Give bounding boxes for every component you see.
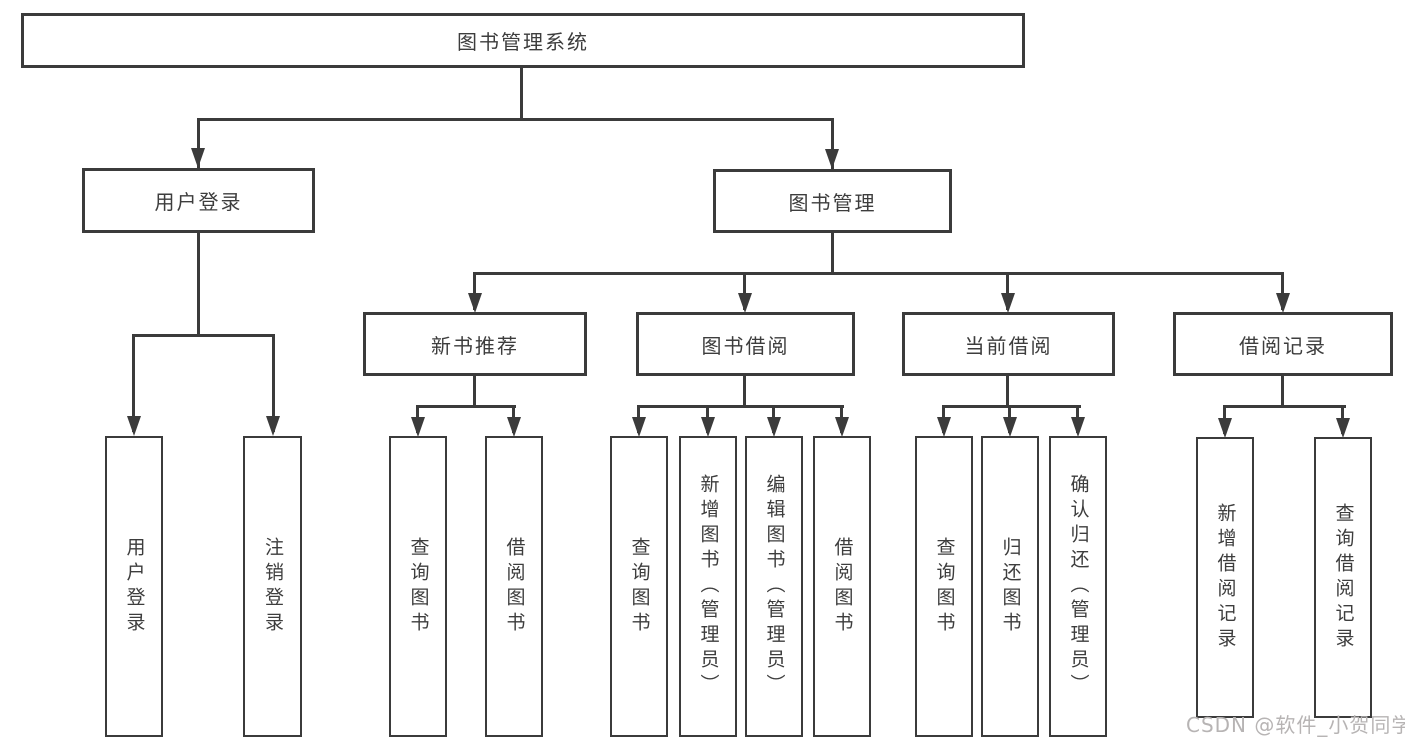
leaf-confirm-return-admin: 确认归还（管理员）: [1049, 436, 1107, 737]
arrowhead: [835, 417, 849, 437]
node-book-management: 图书管理: [713, 169, 952, 233]
csdn-watermark: CSDN @软件_小贺同学: [1186, 713, 1405, 737]
connector: [743, 376, 746, 408]
leaf-query-books-current: 查询图书: [915, 436, 973, 737]
arrowhead: [1003, 417, 1017, 437]
connector: [743, 272, 746, 310]
node-book-borrowing: 图书借阅: [636, 312, 855, 376]
arrowhead: [266, 416, 280, 436]
leaf-borrow-books-recommend: 借阅图书: [485, 436, 543, 737]
connector: [132, 334, 275, 337]
connector: [1006, 376, 1009, 408]
leaf-logout: 注销登录: [243, 436, 302, 737]
connector: [831, 118, 834, 169]
arrowhead: [1218, 418, 1232, 438]
connector: [637, 405, 844, 408]
connector: [831, 233, 834, 275]
leaf-query-books-recommend: 查询图书: [389, 436, 447, 737]
arrowhead: [632, 417, 646, 437]
arrowhead: [468, 293, 482, 313]
arrowhead: [1276, 293, 1290, 313]
connector: [1006, 272, 1009, 310]
leaf-return-books: 归还图书: [981, 436, 1039, 737]
arrowhead: [191, 148, 205, 168]
leaf-user-login: 用户登录: [105, 436, 163, 737]
leaf-query-borrow-record: 查询借阅记录: [1314, 437, 1372, 718]
arrowhead: [738, 293, 752, 313]
node-user-login: 用户登录: [82, 168, 315, 233]
leaf-edit-books-admin: 编辑图书（管理员）: [745, 436, 803, 737]
connector: [473, 272, 476, 310]
connector: [1223, 405, 1346, 408]
arrowhead: [507, 417, 521, 437]
node-current-borrowing: 当前借阅: [902, 312, 1115, 376]
arrowhead: [767, 417, 781, 437]
arrowhead: [1001, 293, 1015, 313]
connector: [1281, 376, 1284, 408]
arrowhead: [1336, 418, 1350, 438]
node-borrowing-records: 借阅记录: [1173, 312, 1393, 376]
arrowhead: [937, 417, 951, 437]
connector: [520, 66, 523, 120]
arrowhead: [127, 416, 141, 436]
connector: [1281, 272, 1284, 310]
arrowhead: [825, 149, 839, 169]
node-new-book-recommend: 新书推荐: [363, 312, 587, 376]
leaf-query-books-borrowing: 查询图书: [610, 436, 668, 737]
connector: [473, 376, 476, 408]
leaf-add-books-admin: 新增图书（管理员）: [679, 436, 737, 737]
arrowhead: [701, 417, 715, 437]
node-library-system: 图书管理系统: [21, 13, 1025, 68]
arrowhead: [411, 417, 425, 437]
connector: [942, 405, 1081, 408]
arrowhead: [1071, 417, 1085, 437]
connector: [132, 334, 135, 432]
connector: [473, 272, 1284, 275]
leaf-borrow-books: 借阅图书: [813, 436, 871, 737]
connector: [197, 118, 200, 168]
leaf-add-borrow-record: 新增借阅记录: [1196, 437, 1254, 718]
connector: [197, 118, 834, 121]
connector: [272, 334, 275, 432]
connector: [416, 405, 516, 408]
connector: [197, 233, 200, 337]
